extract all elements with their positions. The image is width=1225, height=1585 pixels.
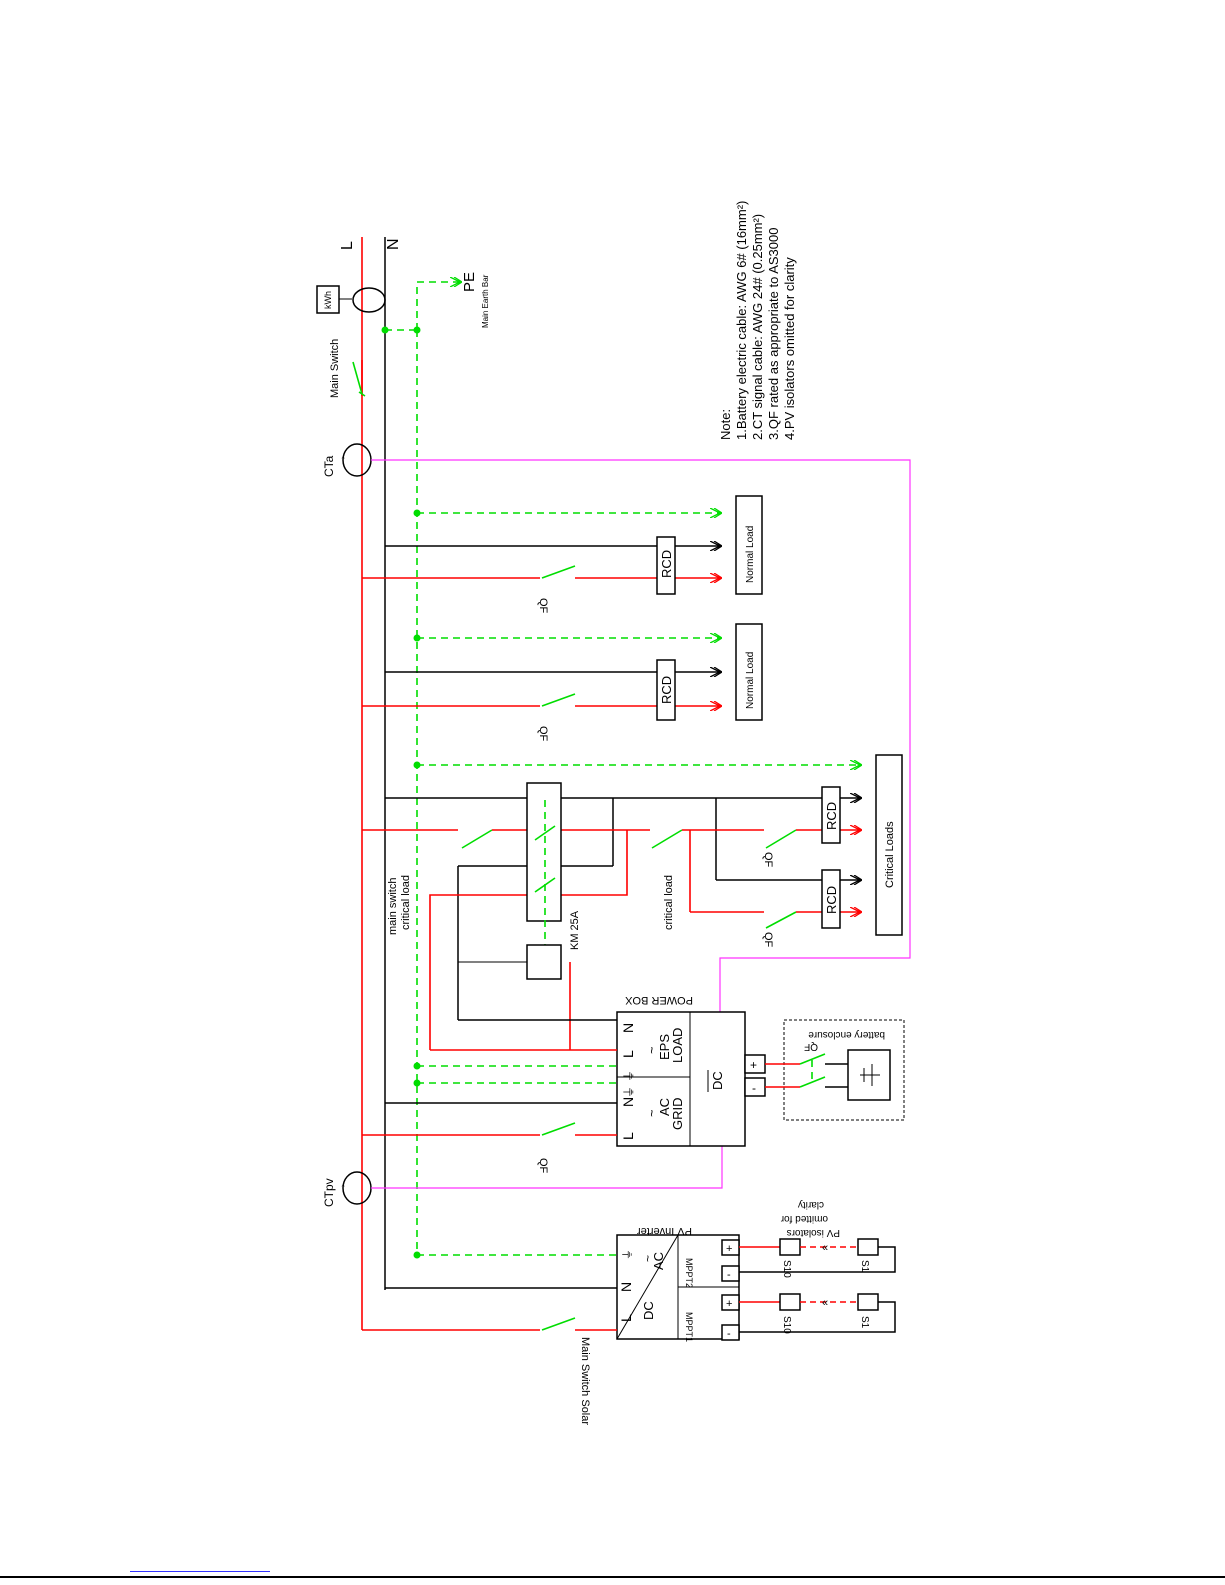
svg-text:⏚: ⏚ — [622, 1086, 636, 1098]
eps-label: EPS — [657, 1034, 672, 1060]
battery-plus: + — [750, 1058, 757, 1072]
pv-strings: S10 S1 « S10 S1 « PV isolators omitted f… — [739, 1199, 896, 1334]
terminal-l-eps: L — [620, 1050, 636, 1058]
ct-grid-signal — [371, 459, 911, 1012]
notes: Note: 1.Battery electric cable: AWG 6# (… — [718, 201, 797, 440]
ct-pv-signal — [371, 1146, 723, 1189]
svg-text:«: « — [822, 1242, 828, 1254]
mppt1-label: MPPT1 — [684, 1312, 694, 1342]
pe-label: PE — [461, 272, 478, 292]
svg-text:→: → — [334, 454, 348, 466]
critical-load-section: KM 25A main switch critical load critica… — [362, 754, 903, 1050]
pv-ac-label: AC — [651, 1252, 666, 1270]
svg-text:~: ~ — [641, 1255, 655, 1262]
note-line-3: 3.QF rated as appropriate to AS3000 — [766, 228, 781, 440]
pv-string-s1: S1 — [859, 1316, 870, 1329]
dc-label: DC — [710, 1071, 725, 1090]
kwh-meter-label: kWh — [323, 291, 333, 309]
battery-qf-label: QF — [804, 1041, 818, 1052]
note-line-1: 1.Battery electric cable: AWG 6# (16mm²) — [734, 201, 749, 440]
main-switch-blade — [352, 361, 363, 395]
ct-grid-label: CTa — [322, 455, 336, 477]
terminal-n-grid: N — [620, 1097, 636, 1107]
svg-text:⏚: ⏚ — [622, 1070, 636, 1082]
grid-label: GRID — [670, 1098, 685, 1131]
svg-text:critical load: critical load — [400, 875, 412, 930]
battery-enclosure-label: battery enclosure — [808, 1029, 885, 1040]
svg-text:~: ~ — [644, 1109, 659, 1117]
svg-text:-: - — [727, 1269, 731, 1281]
qf-label: QF — [762, 852, 774, 868]
qf-label: QF — [537, 1158, 549, 1174]
pv-inverter-title: PV Inverter — [637, 1225, 692, 1237]
battery-minus: - — [752, 1081, 756, 1095]
pv-terminal-n: N — [618, 1282, 634, 1292]
main-switch-solar-label: Main Switch Solar — [579, 1337, 591, 1425]
notes-title: Note: — [718, 409, 733, 440]
svg-text:⏚: ⏚ — [621, 1249, 634, 1260]
rcd-label: RCD — [659, 676, 674, 704]
critical-load-switch-label: critical load — [663, 875, 675, 930]
pv-note-3: clarity — [798, 1199, 824, 1210]
contactor-label: KM 25A — [569, 910, 581, 950]
critical-loads-label: Critical Loads — [884, 821, 896, 888]
neutral-bus-label: N — [385, 238, 402, 250]
qf-label: QF — [537, 726, 549, 742]
footer-rule — [0, 1576, 1225, 1578]
svg-text:+: + — [726, 1243, 732, 1255]
note-line-2: 2.CT signal cable: AWG 24# (0.25mm²) — [750, 214, 765, 440]
pv-terminal-l: L — [618, 1314, 634, 1322]
footnote-link — [130, 1571, 270, 1572]
main-switch-critical-label-1: main switch — [387, 878, 399, 935]
pv-string-s10: S10 — [781, 1260, 792, 1278]
pv-inverter: PV Inverter AC ~ DC L N ⏚ MPPT2 MPPT1 Ma… — [362, 1225, 740, 1425]
main-switch-critical-label-2: critical load — [400, 875, 412, 930]
terminal-n-eps: N — [620, 1023, 636, 1033]
svg-text:~: ~ — [644, 1046, 659, 1054]
svg-text:«: « — [822, 1297, 828, 1309]
note-line-4: 4.PV isolators omitted for clarity — [782, 257, 797, 440]
meter-ct — [352, 287, 386, 313]
power-box: POWER BOX N L N L ⏚ ⏚ ~ EPS LOAD ~ AC GR… — [362, 994, 766, 1174]
svg-text:main switch: main switch — [387, 878, 399, 935]
line-bus-label: L — [339, 241, 356, 250]
load-label: LOAD — [670, 1028, 685, 1063]
pv-string-s10: S10 — [781, 1316, 792, 1334]
svg-text:-: - — [727, 1328, 731, 1340]
main-switch-label: Main Switch — [329, 339, 341, 398]
qf-label: QF — [762, 932, 774, 948]
pv-note-1: PV isolators — [787, 1227, 840, 1238]
rcd-label: RCD — [824, 802, 839, 830]
rcd-label: RCD — [824, 886, 839, 914]
main-earth-bar-label: Main Earth Bar — [481, 274, 490, 328]
normal-load-label: Normal Load — [745, 652, 756, 709]
mppt2-label: MPPT2 — [684, 1258, 694, 1288]
terminal-l-grid: L — [620, 1132, 636, 1140]
pv-string-s1: S1 — [859, 1260, 870, 1273]
rcd-label: RCD — [659, 550, 674, 578]
pv-note-2: omitted for — [780, 1213, 828, 1224]
normal-load-branch-2: QF RCD Normal Load — [362, 623, 763, 742]
power-box-title: POWER BOX — [624, 994, 693, 1006]
pv-dc-label: DC — [641, 1301, 656, 1320]
svg-text:+: + — [726, 1298, 732, 1310]
ac-label: AC — [657, 1098, 672, 1116]
normal-load-label: Normal Load — [745, 526, 756, 583]
ct-pv-label: CTpv — [322, 1178, 336, 1207]
svg-text:→: → — [334, 1182, 348, 1194]
battery-enclosure: battery enclosure QF — [765, 1019, 905, 1121]
qf-label: QF — [537, 598, 549, 614]
normal-load-branch-1: QF RCD Normal Load — [362, 495, 763, 614]
